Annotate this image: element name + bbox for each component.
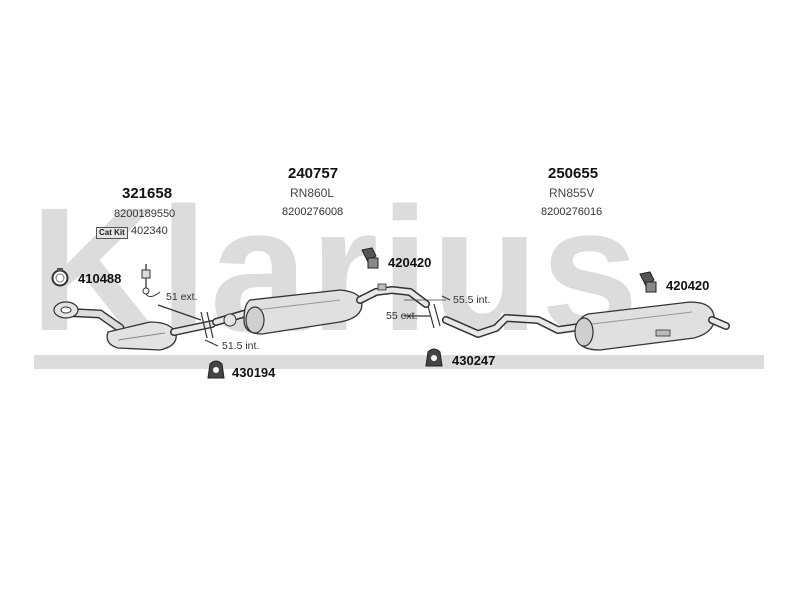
clamp-part-number: 410488 xyxy=(78,271,122,286)
ref-code: RN860L xyxy=(290,186,335,200)
oe-number: 8200276016 xyxy=(541,206,603,218)
bracket-part-number: 420420 xyxy=(666,278,710,293)
rubber-mount-icon xyxy=(425,348,443,367)
joint-dimension: 55.5 int. xyxy=(453,294,491,306)
cat-kit-badge: Cat Kit xyxy=(96,227,128,239)
centre-silencer xyxy=(212,283,430,335)
ref-code: RN855V xyxy=(549,186,595,200)
bracket-icon xyxy=(361,247,379,269)
rear-silencer xyxy=(442,301,730,351)
rubber-mount-icon xyxy=(207,360,225,379)
rubber-mount-part-number: 430247 xyxy=(452,353,496,368)
oe-number: 8200276008 xyxy=(282,206,344,218)
part-number: 250655 xyxy=(548,165,599,182)
bracket-part-number: 420420 xyxy=(388,255,432,270)
cat-kit-number: 402340 xyxy=(131,225,168,237)
oe-number: 8200189550 xyxy=(114,208,176,220)
part-number: 240757 xyxy=(288,165,339,182)
rubber-mount-part-number: 430194 xyxy=(232,365,276,380)
bracket-icon xyxy=(639,271,657,293)
joint-dimension: 55 ext. xyxy=(386,310,418,322)
joint-dimension: 51.5 int. xyxy=(222,340,260,352)
joint-dimension: 51 ext. xyxy=(166,291,198,303)
clamp-icon xyxy=(51,268,69,287)
joint-break-2 xyxy=(404,295,451,329)
front-pipe-with-catalyst xyxy=(53,264,216,351)
part-number: 321658 xyxy=(122,185,173,202)
joint-break-1 xyxy=(157,304,219,347)
